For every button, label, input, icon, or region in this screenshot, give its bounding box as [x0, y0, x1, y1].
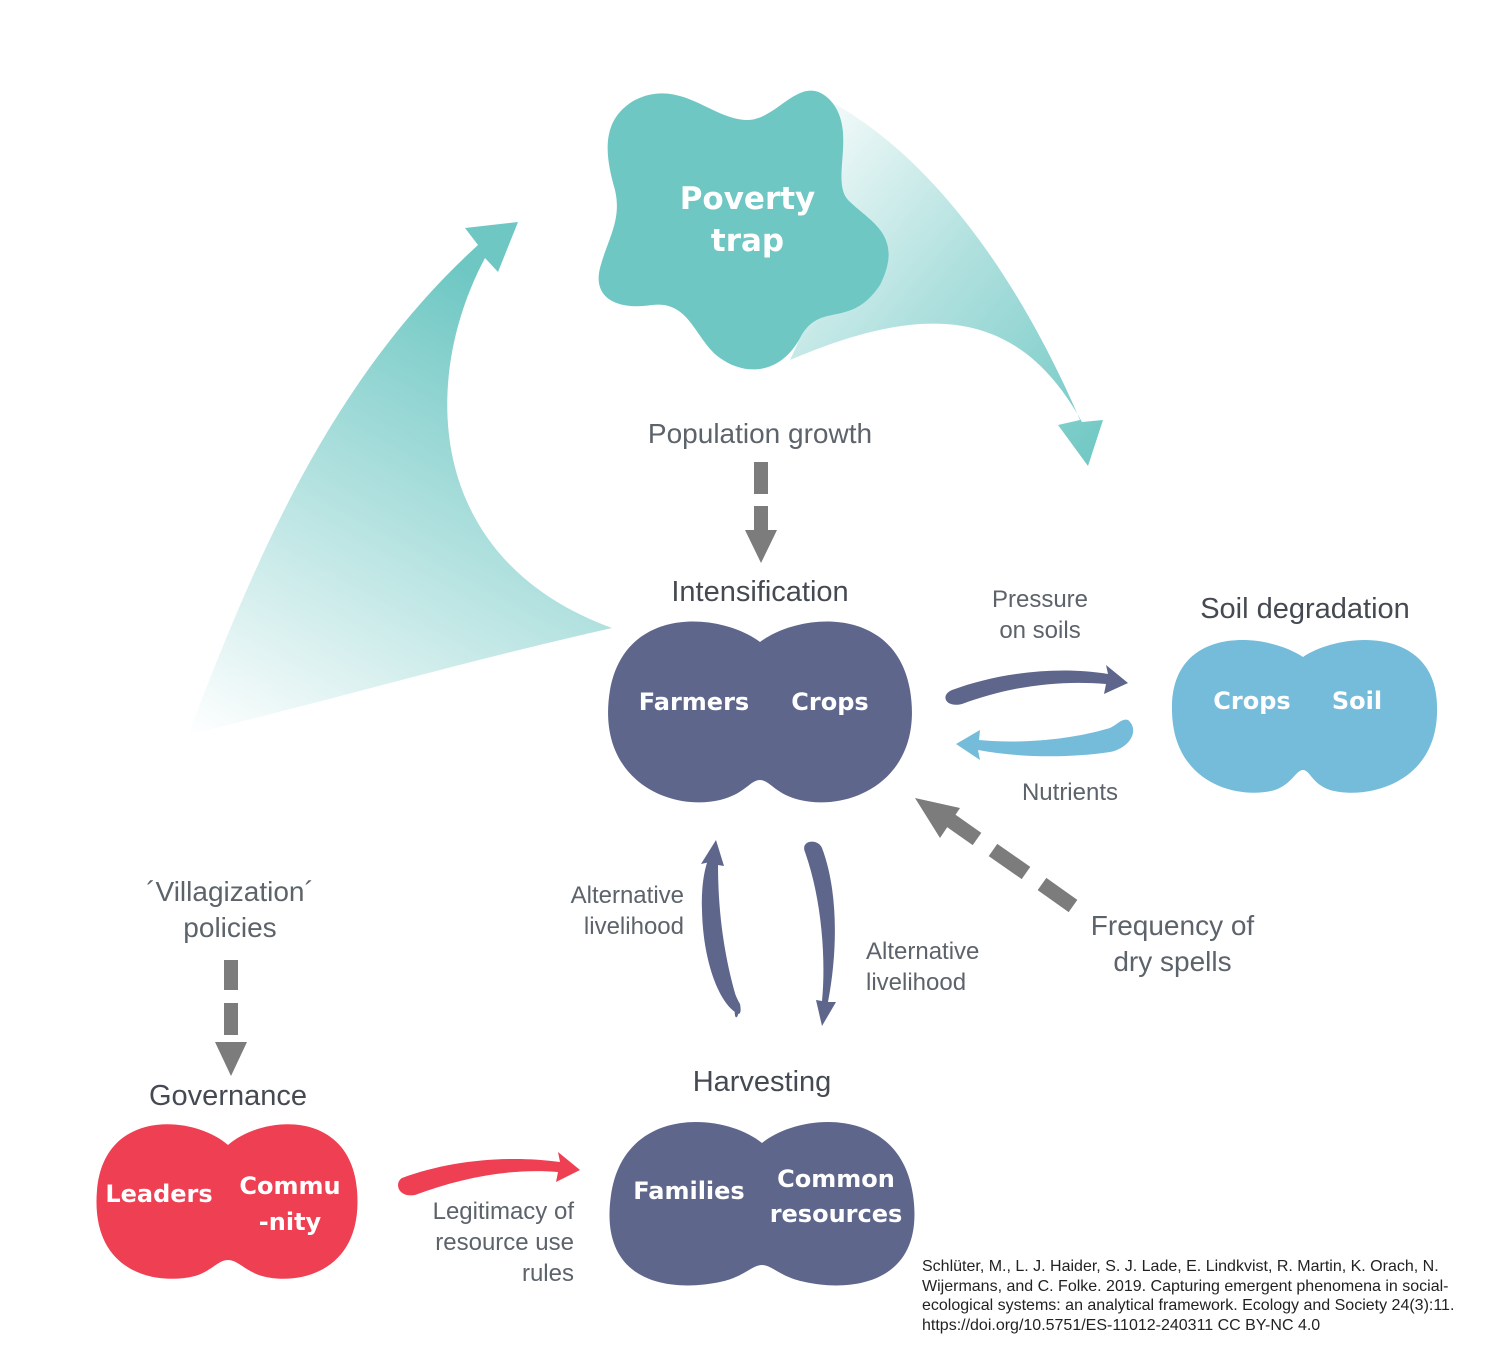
intensification-shape	[608, 621, 912, 803]
poverty-trap-node: Poverty trap	[640, 178, 855, 262]
legitimacy-arrow	[398, 1152, 580, 1196]
dry-spells-arrowhead	[915, 798, 960, 838]
governance-leaders-label: Leaders	[105, 1180, 213, 1208]
dry-spells-line2: dry spells	[1113, 946, 1232, 977]
alt-left-line2: livelihood	[583, 913, 684, 940]
intensification-title: Intensification	[671, 576, 849, 608]
soil-degradation-crops-label: Crops	[1213, 687, 1291, 715]
legitimacy-line1: Legitimacy of	[432, 1198, 574, 1225]
population-growth-arrow	[745, 462, 777, 563]
population-growth-label: Population growth	[647, 418, 873, 449]
alt-livelihood-left-label: Alternative livelihood	[512, 880, 684, 942]
harvesting-common-resources-label: Common resources	[762, 1162, 910, 1232]
pressure-on-soils-arrow	[945, 665, 1128, 705]
common-resources-line2: resources	[769, 1200, 903, 1228]
nutrients-arrow	[956, 719, 1134, 760]
poverty-trap-label-line1: Poverty	[679, 181, 816, 217]
poverty-trap-label-line2: trap	[710, 223, 785, 259]
poverty-trap-shape	[598, 90, 889, 370]
nutrients-label: Nutrients	[1021, 779, 1119, 806]
villagization-arrow	[215, 960, 247, 1076]
villagization-label: ´Villagization´ policies	[110, 874, 350, 946]
governance-community-label: Commu -nity	[226, 1168, 354, 1240]
governance-title: Governance	[149, 1080, 307, 1112]
villagization-line1: ´Villagization´	[146, 876, 314, 907]
citation: Schlüter, M., L. J. Haider, S. J. Lade, …	[922, 1257, 1502, 1335]
intensification-crops-label: Crops	[791, 688, 869, 716]
harvesting-shape	[609, 1121, 915, 1286]
harvesting-title: Harvesting	[692, 1066, 832, 1098]
intensification-farmers-label: Farmers	[638, 688, 750, 716]
pressure-line1: Pressure	[991, 586, 1089, 613]
citation-line: Schlüter, M., L. J. Haider, S. J. Lade, …	[922, 1258, 1439, 1275]
governance-shape	[96, 1124, 358, 1279]
citation-line: ecological systems: an analytical framew…	[922, 1297, 1455, 1314]
alt-right-line2: livelihood	[866, 969, 967, 996]
pressure-line2: on soils	[999, 617, 1081, 644]
soil-degradation-soil-label: Soil	[1331, 687, 1383, 715]
common-resources-line1: Common	[777, 1165, 895, 1193]
legitimacy-line3: rules	[521, 1260, 574, 1287]
community-line2: -nity	[258, 1208, 322, 1236]
legitimacy-line2: resource use	[435, 1229, 574, 1256]
dry-spells-arrow	[945, 813, 1078, 913]
alt-left-line1: Alternative	[570, 882, 684, 909]
feedback-arrow-from-poverty-trap	[790, 95, 1103, 466]
soil-degradation-shape	[1171, 640, 1438, 793]
alt-livelihood-down-arrow	[804, 841, 836, 1026]
alt-livelihood-up-arrow-body	[701, 860, 741, 1014]
citation-line: Wijermans, and C. Folke. 2019. Capturing…	[922, 1277, 1449, 1295]
alt-right-line1: Alternative	[866, 938, 980, 965]
citation-line: https://doi.org/10.5751/ES-11012-240311 …	[922, 1316, 1321, 1334]
harvesting-families-label: Families	[633, 1177, 745, 1205]
soil-degradation-title: Soil degradation	[1200, 593, 1410, 625]
alt-livelihood-right-label: Alternative livelihood	[866, 936, 1038, 998]
pressure-on-soils-label: Pressure on soils	[965, 584, 1115, 646]
legitimacy-label: Legitimacy of resource use rules	[392, 1196, 574, 1289]
villagization-line2: policies	[183, 912, 277, 943]
feedback-arrow-to-poverty-trap	[188, 222, 612, 735]
dry-spells-label: Frequency of dry spells	[1060, 908, 1285, 980]
dry-spells-line1: Frequency of	[1090, 910, 1255, 941]
community-line1: Commu	[239, 1172, 341, 1200]
